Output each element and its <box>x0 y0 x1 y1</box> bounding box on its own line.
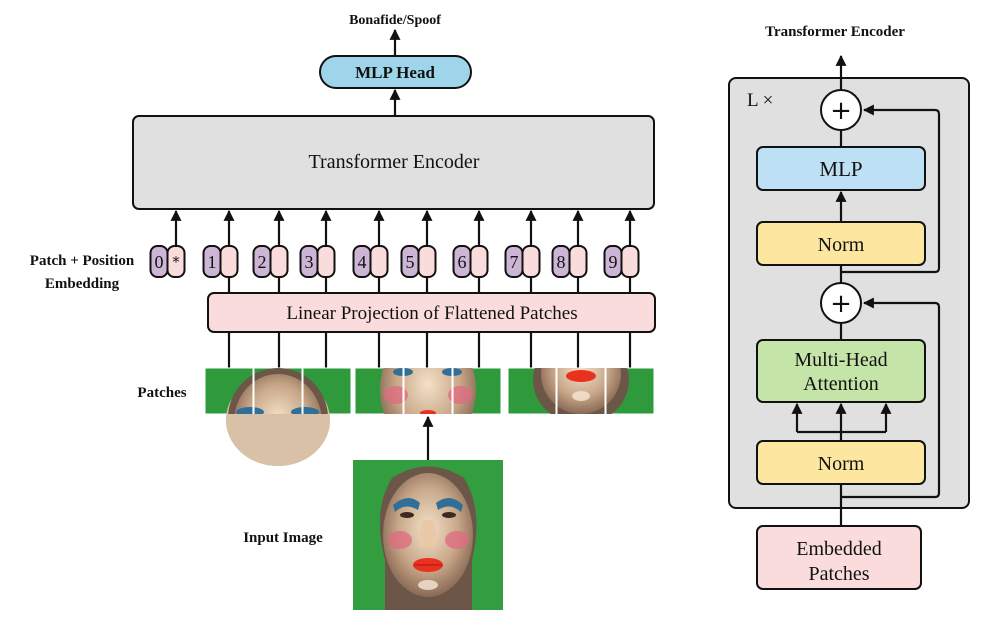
patch-embedding <box>219 245 239 278</box>
embedding-token: 0* <box>149 209 186 278</box>
embedding-token: 9 <box>603 209 640 293</box>
position-index: 5 <box>406 252 415 272</box>
output-label: Bonafide/Spoof <box>349 13 441 28</box>
linear-projection-label: Linear Projection of Flattened Patches <box>286 303 577 324</box>
patch-embedding <box>166 245 186 278</box>
patch-embedding <box>568 245 588 278</box>
embedding-label-line1: Patch + Position <box>30 253 135 269</box>
transformer-encoder-box <box>132 115 655 210</box>
embedded-patches-box <box>756 525 922 590</box>
patch-embedding <box>369 245 389 278</box>
patch-embedding <box>316 245 336 278</box>
embedding-token: 4 <box>352 209 389 293</box>
embedded-patches-line1: Embedded <box>796 538 882 560</box>
input-image <box>353 460 503 610</box>
patch-group-mouth <box>533 368 629 414</box>
patch-embedding <box>469 245 489 278</box>
embedding-token: 1 <box>202 209 239 293</box>
patch-embedding <box>521 245 541 278</box>
patches-strip <box>204 367 655 466</box>
position-index: 4 <box>358 252 367 272</box>
transformer-encoder-label: Transformer Encoder <box>309 151 480 173</box>
patch-embedding <box>269 245 289 278</box>
position-index: 6 <box>458 252 467 272</box>
position-index: 2 <box>258 252 267 272</box>
embedding-token: 6 <box>452 209 489 293</box>
multi-head-attention-box <box>756 339 926 403</box>
linear-projection-box <box>207 292 656 333</box>
plus-icon-top: + <box>830 96 852 126</box>
norm-bottom-label: Norm <box>818 453 865 475</box>
position-index: 0 <box>155 252 164 272</box>
position-index: 1 <box>208 252 217 272</box>
embedding-token: 2 <box>252 209 289 293</box>
encoder-detail-title: Transformer Encoder <box>765 24 905 40</box>
mlp-head-label: MLP Head <box>355 63 435 82</box>
mlp-head-box <box>319 55 472 89</box>
position-index: 3 <box>305 252 314 272</box>
repeat-label: L × <box>747 90 773 111</box>
attention-label-line1: Multi-Head <box>794 349 887 371</box>
patch-embedding <box>620 245 640 278</box>
embedding-token: 7 <box>504 209 541 293</box>
projection-connectors <box>227 332 632 368</box>
norm-top-label: Norm <box>818 234 865 256</box>
class-token-marker: * <box>172 253 180 271</box>
position-index: 8 <box>557 252 566 272</box>
input-image-label: Input Image <box>243 530 323 546</box>
attention-label-line2: Attention <box>803 373 879 395</box>
mlp-label: MLP <box>819 157 862 181</box>
embedding-token: 8 <box>551 209 588 293</box>
embedding-token: 3 <box>299 209 336 293</box>
patches-label: Patches <box>137 385 186 401</box>
embedded-patches-line2: Patches <box>808 563 869 585</box>
plus-icon-middle: + <box>830 289 852 319</box>
position-index: 7 <box>510 252 519 272</box>
embedding-token: 5 <box>400 209 437 293</box>
embedding-label-line2: Embedding <box>45 276 120 292</box>
mlp-box <box>756 146 926 191</box>
position-index: 9 <box>609 252 618 272</box>
patch-embedding <box>417 245 437 278</box>
skip-connection-top <box>841 104 941 274</box>
skip-connection-bottom <box>841 297 941 499</box>
